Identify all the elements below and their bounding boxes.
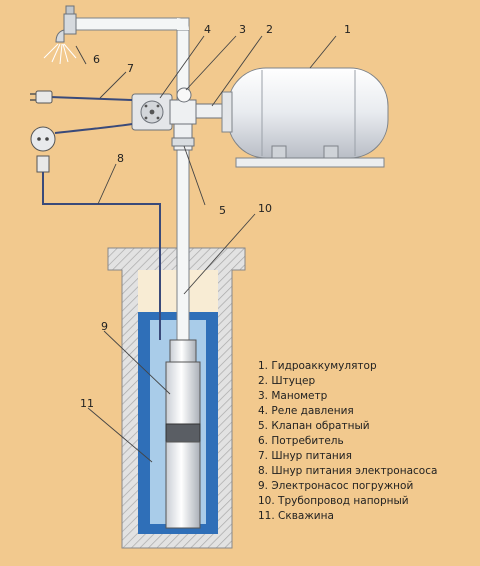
- legend-item-2: 2. Штуцер: [258, 375, 316, 387]
- callout-9: 9: [101, 320, 108, 333]
- pressure-switch: [131, 93, 173, 131]
- tap: [43, 5, 77, 65]
- legend-item-4: 4. Реле давления: [258, 405, 354, 417]
- accumulator: [221, 67, 389, 168]
- plug: [35, 90, 53, 104]
- legend-item-3: 3. Манометр: [258, 390, 328, 402]
- callout-6: 6: [93, 53, 100, 66]
- callout-7: 7: [127, 62, 134, 75]
- legend-item-6: 6. Потребитель: [258, 435, 344, 447]
- callout-3: 3: [239, 23, 246, 36]
- callout-numbers: 1 2 3 4 5 6 7 8 9 10 11: [80, 23, 351, 410]
- legend-item-1: 1. Гидроаккумулятор: [258, 360, 377, 372]
- callout-11: 11: [80, 397, 94, 410]
- legend-item-8: 8. Шнур питания электронасоса: [258, 465, 437, 477]
- legend-item-11: 11. Скважина: [258, 510, 334, 522]
- socket: [30, 126, 56, 152]
- pump-cable: [30, 123, 161, 340]
- legend-item-10: 10. Трубопровод напорный: [258, 495, 409, 507]
- callout-8: 8: [117, 152, 124, 165]
- check-valve: [171, 137, 195, 147]
- pump-intake: [165, 423, 201, 443]
- legend: 1. Гидроаккумулятор 2. Штуцер 3. Маномет…: [258, 360, 437, 522]
- water-spray: [43, 43, 77, 65]
- callout-4: 4: [204, 23, 211, 36]
- submersible-pump: [165, 339, 201, 529]
- legend-item-9: 9. Электронасос погружной: [258, 480, 413, 492]
- callout-1: 1: [344, 23, 351, 36]
- accumulator-base: [235, 157, 385, 168]
- callout-5: 5: [219, 204, 226, 217]
- callout-2: 2: [266, 23, 273, 36]
- legend-item-7: 7. Шнур питания: [258, 450, 352, 462]
- callout-10: 10: [258, 202, 272, 215]
- legend-item-5: 5. Клапан обратный: [258, 420, 370, 432]
- gauge: [176, 87, 192, 103]
- power-cord: [30, 90, 133, 104]
- leader-lines: [75, 35, 337, 463]
- manifold: [169, 87, 231, 151]
